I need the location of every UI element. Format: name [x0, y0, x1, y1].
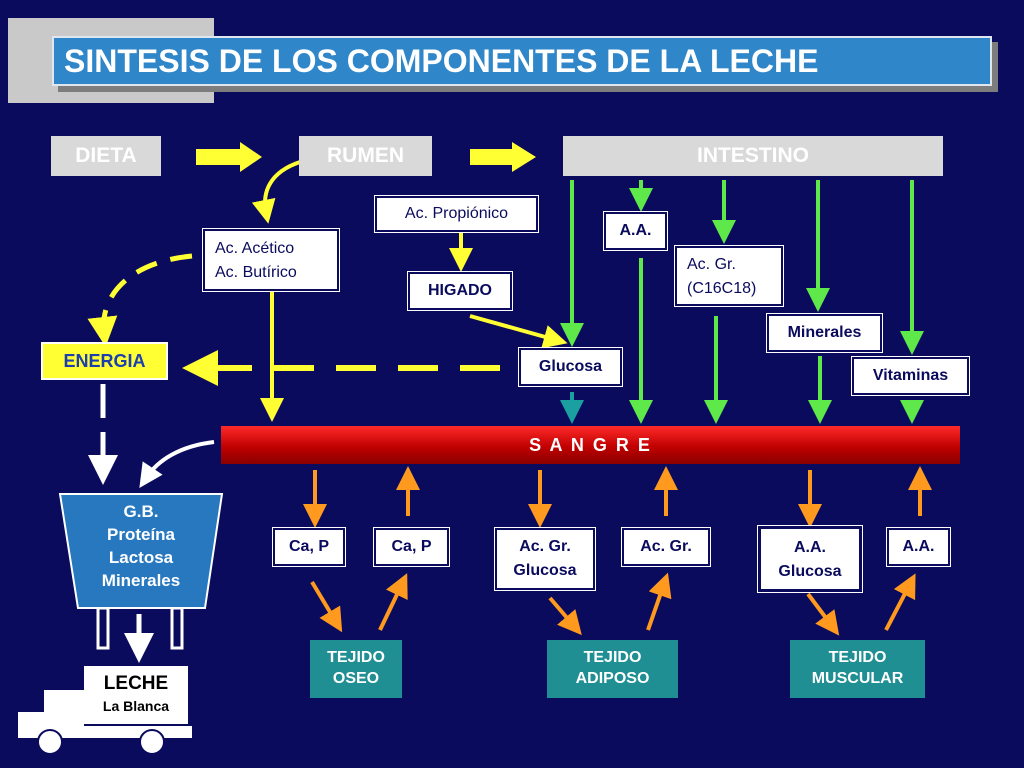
arrow-rumen-acetico [251, 160, 301, 224]
milk-label: LECHE [103, 673, 169, 694]
gland-leg-right [170, 606, 184, 650]
b5-line1: A.A. [794, 539, 826, 556]
gland-leg-left [96, 606, 110, 650]
vitaminas-box: Vitaminas [851, 356, 970, 396]
acgr-glucosa-box: Ac. Gr. Glucosa [494, 527, 596, 591]
rumen-box: RUMEN [299, 136, 432, 176]
arrow-rumen-intestino [470, 142, 536, 172]
gland-labels: G.B. Proteína Lactosa Minerales [80, 500, 202, 592]
b5-line2: Glucosa [778, 563, 842, 580]
arrow-higado-glucosa [469, 314, 568, 349]
arrow-oseo-b2 [378, 573, 408, 631]
muscular-line1: TEJIDO [828, 649, 887, 666]
arrow-b3-adiposo [548, 596, 582, 636]
dieta-box: DIETA [51, 136, 161, 176]
acgr-box: Ac. Gr. (C16C18) [674, 245, 784, 307]
aa-box: A.A. [603, 211, 668, 251]
higado-box: HIGADO [407, 271, 513, 311]
milk-brand-label: La Blanca [102, 698, 170, 714]
propionico-box: Ac. Propiónico [374, 195, 539, 233]
ca-p-box-1: Ca, P [272, 527, 346, 567]
milk-box: LECHE La Blanca [84, 666, 188, 724]
b3-line2: Glucosa [513, 562, 577, 579]
arrow-b5-muscular [806, 592, 840, 636]
aa-box-bottom: A.A. [886, 527, 951, 567]
oseo-line1: TEJIDO [327, 649, 385, 666]
gland-gb-label: G.B. [123, 502, 159, 521]
acgr-box-bottom: Ac. Gr. [621, 527, 711, 567]
intestino-box: INTESTINO [563, 136, 943, 176]
tejido-adiposo-box: TEJIDO ADIPOSO [547, 640, 678, 698]
tejido-muscular-box: TEJIDO MUSCULAR [790, 640, 925, 698]
sangre-bar: S A N G R E [221, 426, 960, 464]
mammary-gland-shape [58, 493, 224, 609]
muscular-line2: MUSCULAR [811, 670, 904, 687]
minerales-box: Minerales [766, 313, 883, 353]
aa-glucosa-box: A.A. Glucosa [757, 525, 863, 593]
acidos-acetico-butirico-box: Ac. Acético Ac. Butírico [202, 228, 340, 292]
arrow-muscular-b6 [884, 573, 916, 631]
page-title: SINTESIS DE LOS COMPONENTES DE LA LECHE [52, 36, 992, 86]
energia-box: ENERGIA [41, 342, 168, 380]
tejido-oseo-box: TEJIDO OSEO [310, 640, 402, 698]
gland-lactosa-label: Lactosa [108, 548, 174, 567]
oseo-line2: OSEO [332, 670, 380, 687]
gland-minerales-label: Minerales [101, 571, 181, 590]
ca-p-box-2: Ca, P [373, 527, 450, 567]
arrow-adiposo-b4 [646, 572, 672, 631]
gland-proteina-label: Proteína [106, 525, 176, 544]
adiposo-line1: TEJIDO [583, 649, 642, 666]
adiposo-line2: ADIPOSO [575, 670, 650, 687]
arrow-b1-oseo [310, 580, 343, 633]
b3-line1: Ac. Gr. [519, 538, 571, 555]
glucosa-box: Glucosa [518, 347, 623, 387]
acgr-label: Ac. Gr. [687, 256, 736, 273]
arrow-sangre-gland [139, 440, 215, 488]
acetico-label: Ac. Acético [215, 240, 295, 257]
c16c18-label: (C16C18) [687, 280, 757, 297]
truck-icon [18, 690, 192, 755]
arrow-dieta-rumen [196, 142, 262, 172]
butirico-label: Ac. Butírico [215, 264, 297, 281]
arrow-acetico-energia [87, 253, 193, 347]
